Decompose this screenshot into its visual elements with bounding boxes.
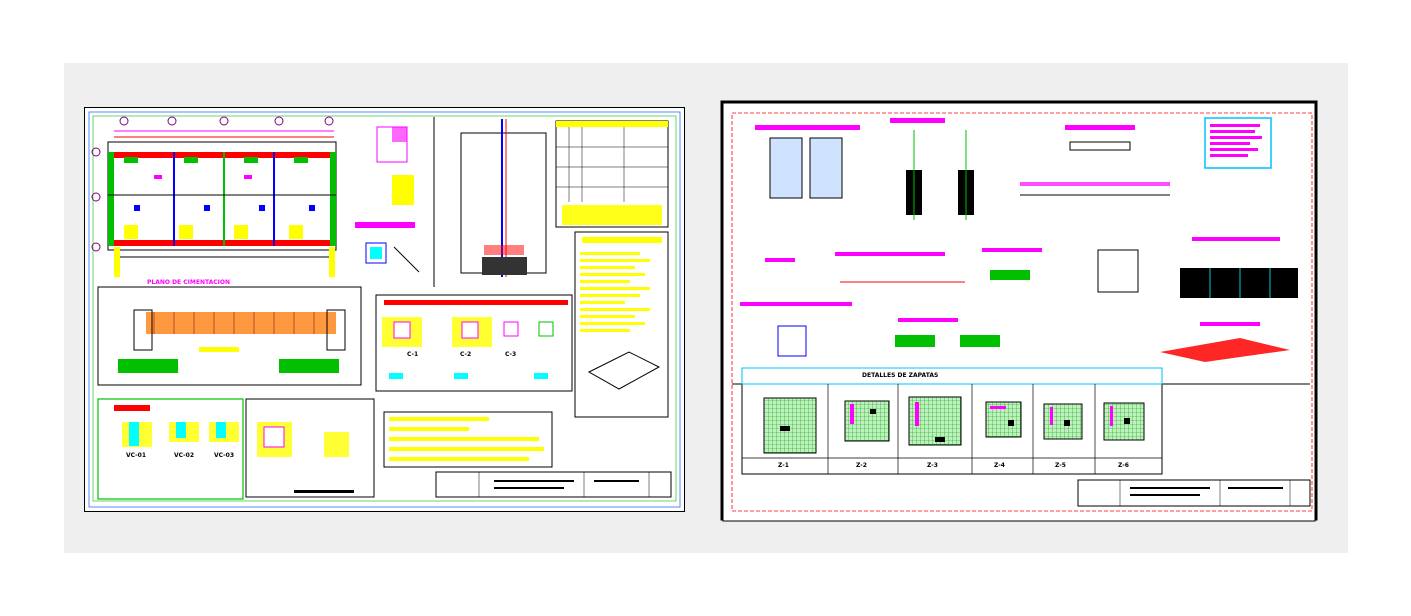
beam-label-vc02: VC-02 — [174, 452, 195, 459]
foundation-plan — [91, 116, 337, 277]
plan-title: PLANO DE CIMENTACION — [147, 279, 230, 286]
zapata-label-z6: Z-6 — [1118, 462, 1129, 469]
sheet-footing-details[interactable]: DETALLES DE ZAPATAS Z-1 Z-2 Z-3 Z-4 Z-5 … — [720, 100, 1320, 525]
zapata-label-z2: Z-2 — [856, 462, 867, 469]
zapata-label-z1: Z-1 — [778, 462, 789, 469]
detail-label-c1: C-1 — [407, 351, 419, 358]
beam-label-vc03: VC-03 — [214, 452, 235, 459]
sheet1-drawing — [84, 107, 685, 512]
zapata-label-z5: Z-5 — [1055, 462, 1066, 469]
zapata-label-z4: Z-4 — [994, 462, 1005, 469]
zapatas-title: DETALLES DE ZAPATAS — [862, 372, 939, 379]
sheet-foundation-plan[interactable]: PLANO DE CIMENTACION C-1 C-2 C-3 VC-01 V… — [84, 107, 685, 512]
detail-label-c2: C-2 — [460, 351, 472, 358]
sheet2-drawing — [720, 100, 1318, 522]
beam-label-vc01: VC-01 — [126, 452, 147, 459]
detail-label-c3: C-3 — [505, 351, 517, 358]
zapata-label-z3: Z-3 — [927, 462, 938, 469]
